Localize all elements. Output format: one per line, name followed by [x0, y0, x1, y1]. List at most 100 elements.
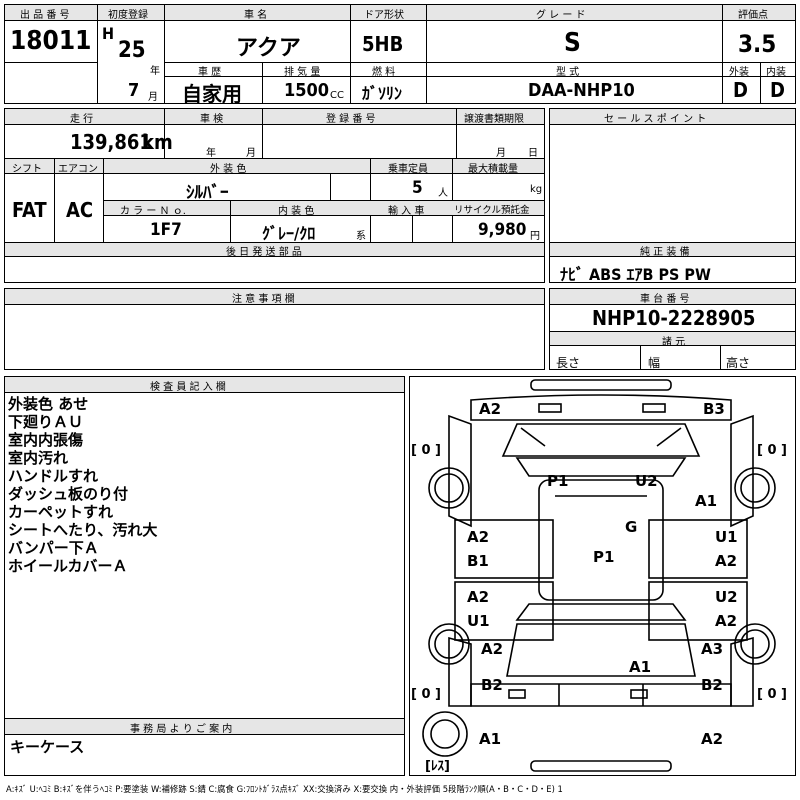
equipment-label: 純 正 装 備 [640, 247, 690, 258]
int-color: ｸﾞﾚｰ/ｸﾛ [262, 224, 316, 243]
mileage: 139,861 [70, 130, 152, 154]
history: 自家用 [182, 82, 242, 106]
damage-mark: P1 [593, 548, 614, 566]
color-no-label: カ ラ ー Ｎ ｏ. [120, 206, 186, 217]
damage-mark: A2 [481, 640, 503, 658]
fuel-label: 燃 料 [372, 67, 396, 78]
tire-depth: [ 0 ] [411, 443, 441, 458]
score: 3.5 [738, 30, 777, 58]
lot-label: 出 品 番 号 [20, 10, 70, 21]
chassis-number: NHP10-2228905 [592, 306, 756, 330]
inspector-label: 検 査 員 記 入 欄 [150, 382, 226, 393]
damage-mark: A1 [479, 730, 501, 748]
recycle-label: リサイクル預託金 [454, 205, 530, 216]
displacement-unit: CC [330, 90, 344, 101]
damage-mark: A2 [715, 612, 737, 630]
capacity-label: 乗車定員 [388, 164, 428, 175]
width-label: 幅 [648, 356, 661, 370]
inspector-note: シートへたり、汚れ大 [8, 521, 158, 539]
shift-label: シフト [12, 164, 42, 175]
inspector-note: ハンドルすれ [8, 467, 99, 485]
car-diagram: A2 B3 P1 U2 A1 G A2 B1 P1 U1 A2 A2 U1 U2… [411, 379, 787, 774]
inspector-notes: 外装色 あせ 下廻りＡＵ 室内内張傷 室内汚れ ハンドルすれ ダッシュ板のり付 … [8, 395, 157, 575]
damage-mark: A3 [701, 640, 723, 658]
recycle-unit: 円 [530, 231, 540, 242]
lot-number: 18011 [10, 26, 92, 56]
specs-label: 諸 元 [662, 337, 686, 348]
history-label: 車 歴 [198, 67, 222, 78]
car-name: アクア [236, 36, 301, 61]
fuel: ｶﾞｿﾘﾝ [362, 84, 403, 103]
door-label: ドア形状 [364, 10, 404, 21]
damage-mark: B2 [481, 676, 503, 694]
inspector-note: ホイールカバーＡ [8, 557, 128, 575]
car-name-label: 車 名 [244, 10, 268, 21]
exterior-grade: D [733, 78, 748, 102]
int-color-unit: 系 [356, 231, 366, 242]
damage-mark: P1 [547, 472, 568, 490]
inspection-label: 車 検 [200, 114, 224, 125]
interior-grade: D [770, 78, 785, 102]
capacity-unit: 人 [438, 188, 448, 199]
equipment: ﾅﾋﾞ ABS ｴｱB PS PW [560, 265, 711, 284]
import-label: 輸 入 車 [388, 206, 425, 217]
damage-mark: U1 [467, 612, 490, 630]
height-label: 高さ [726, 356, 751, 370]
reg-no-label: 登 録 番 号 [326, 114, 376, 125]
damage-mark: A2 [701, 730, 723, 748]
damage-mark: A2 [715, 552, 737, 570]
damage-mark: U2 [715, 588, 738, 606]
color-no: 1F7 [150, 220, 182, 240]
damage-mark: G [625, 518, 637, 536]
office-label: 事 務 局 よ り ご 案 内 [130, 724, 233, 735]
year-unit: 年 [150, 66, 160, 77]
inspector-box [4, 376, 405, 776]
header-strip [5, 5, 795, 21]
month-unit: 月 [148, 92, 158, 103]
model-label: 型 式 [556, 67, 580, 78]
ext-color: ｼﾙﾊﾞｰ [186, 183, 229, 203]
model-code: DAA-NHP10 [528, 80, 635, 101]
interior-label: 内装 [766, 67, 786, 78]
inspector-note: 室内内張傷 [8, 431, 84, 449]
office-text: キーケース [10, 738, 85, 756]
damage-mark: A2 [479, 400, 501, 418]
damage-mark: U2 [635, 472, 658, 490]
exterior-label: 外装 [729, 67, 749, 78]
inspector-note: 下廻りＡＵ [8, 413, 84, 431]
ac: AC [66, 198, 94, 222]
grade: S [564, 28, 581, 58]
transfer-month: 月 [496, 148, 506, 159]
damage-mark: B2 [701, 676, 723, 694]
year: 25 [118, 38, 146, 63]
inspector-note: カーペットすれ [8, 503, 114, 521]
inspection-month: 月 [246, 148, 256, 159]
tire-depth: [ 0 ] [757, 687, 787, 702]
later-parts-label: 後 日 発 送 部 品 [226, 247, 302, 258]
grade-label: グ レ ー ド [536, 10, 586, 21]
ac-label: エアコン [58, 164, 98, 175]
damage-mark: U1 [715, 528, 738, 546]
era: H [102, 24, 115, 43]
recycle: 9,980 [478, 220, 527, 240]
inspector-note: ダッシュ板のり付 [8, 485, 129, 503]
transfer-label: 譲渡書類期限 [464, 114, 524, 125]
sales-label: セ ー ル ス ポ イ ン ト [604, 114, 707, 125]
max-load-label: 最大積載量 [468, 164, 518, 175]
chassis-label: 車 台 番 号 [640, 294, 690, 305]
damage-mark: B3 [703, 400, 725, 418]
mileage-label: 走 行 [70, 114, 94, 125]
damage-mark: A1 [695, 492, 717, 510]
month: 7 [128, 80, 140, 101]
damage-mark: A1 [629, 658, 651, 676]
displacement-label: 排 気 量 [284, 67, 321, 78]
door-type: 5HB [362, 32, 404, 56]
notes-label: 注 意 事 項 欄 [232, 294, 295, 305]
ext-color-label: 外 装 色 [210, 164, 247, 175]
displacement: 1500 [284, 80, 330, 101]
tire-depth: [ 0 ] [411, 687, 441, 702]
capacity: 5 [412, 178, 423, 198]
inspector-note: 外装色 あせ [8, 395, 89, 413]
damage-mark: A2 [467, 588, 489, 606]
mileage-unit: km [142, 130, 173, 154]
